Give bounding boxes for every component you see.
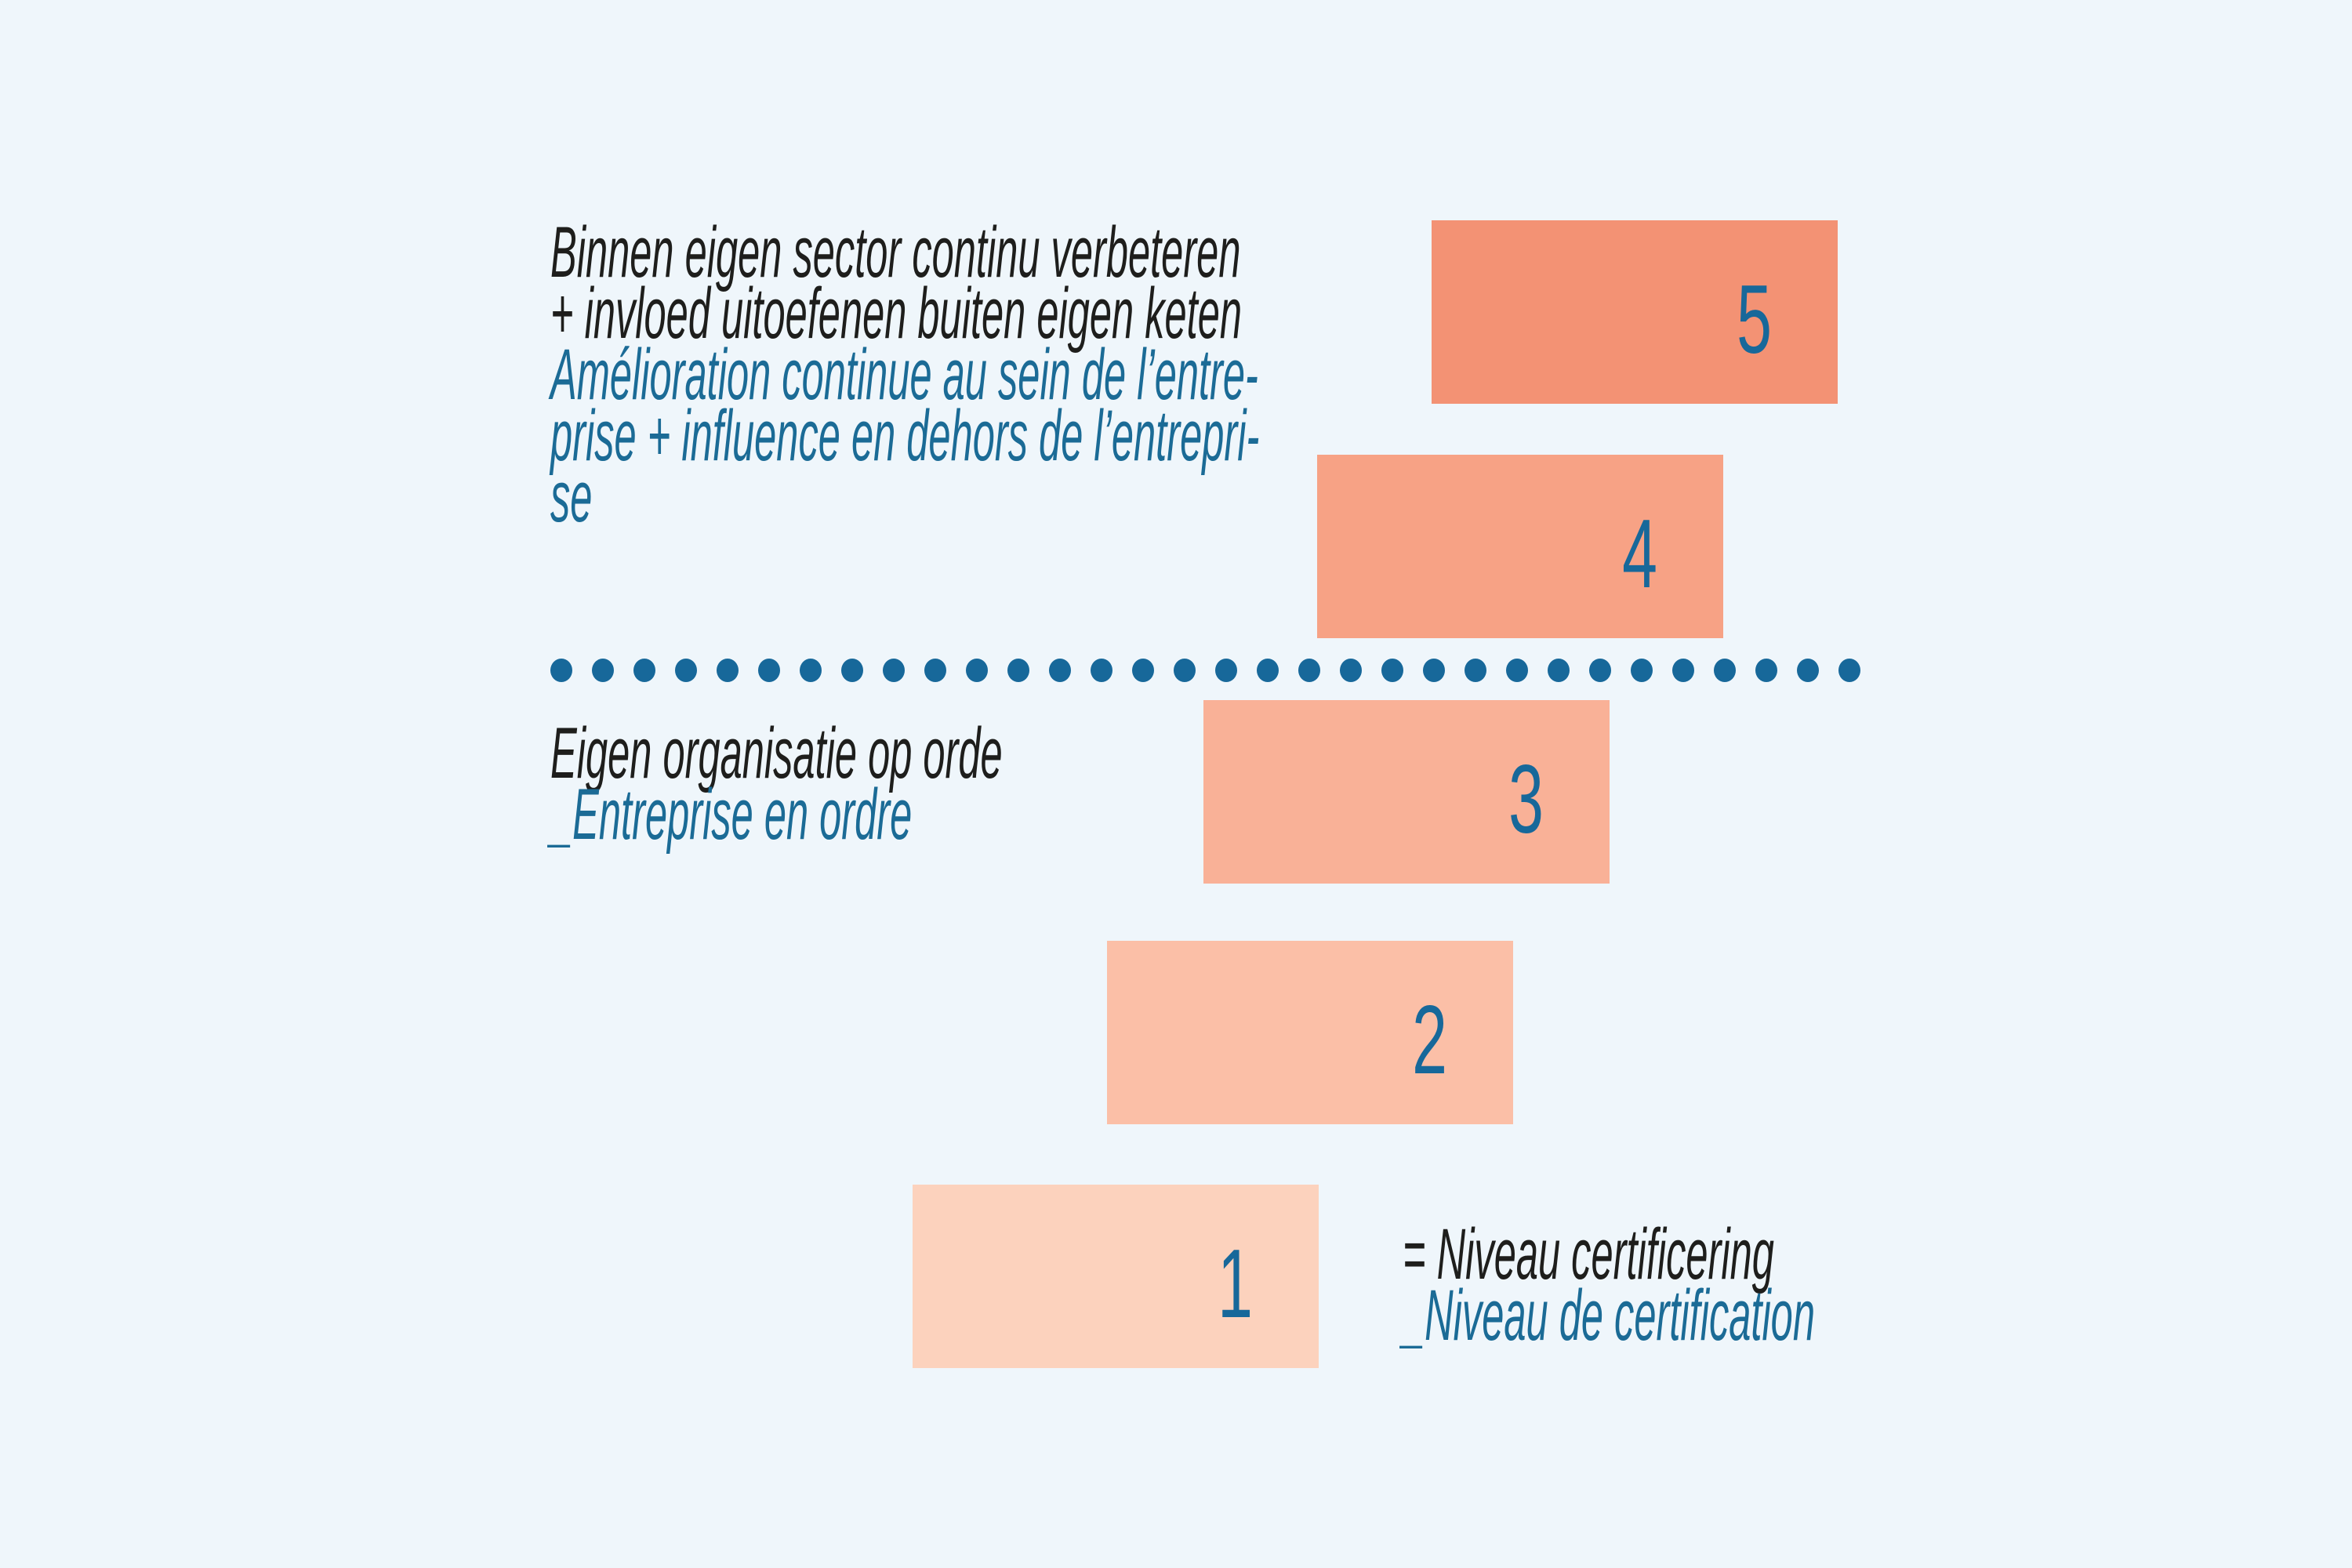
level-number-1: 1 (1218, 1230, 1253, 1338)
divider-dot (1381, 659, 1403, 682)
divider-dot (883, 659, 905, 682)
upper-description-nl-line1: Binnen eigen sector continu verbeteren (550, 212, 1241, 292)
divider-dot (717, 659, 739, 682)
level-block-5: 5 (1432, 220, 1838, 404)
divider-dot (1298, 659, 1320, 682)
divider-dot (1755, 659, 1777, 682)
divider-dot (675, 659, 697, 682)
level-block-3: 3 (1203, 700, 1610, 884)
level-number-5: 5 (1737, 266, 1772, 374)
divider-dot (1132, 659, 1154, 682)
divider-dot (1714, 659, 1736, 682)
upper-description-fr-line3: se (550, 457, 593, 537)
upper-levels-description: Binnen eigen sector continu verbeteren +… (550, 212, 1260, 537)
divider-dot (1340, 659, 1362, 682)
level-number-2: 2 (1412, 986, 1447, 1094)
divider-dot (1174, 659, 1196, 682)
divider-dot (1631, 659, 1653, 682)
level-number-4: 4 (1622, 500, 1657, 608)
divider-dot (1672, 659, 1694, 682)
legend-nl: = Niveau certificering (1403, 1214, 1774, 1294)
divider-dot (800, 659, 822, 682)
upper-description-fr-line2: prise + influence en dehors de l’entrepr… (550, 396, 1260, 476)
level-block-4: 4 (1317, 455, 1723, 638)
divider-dot (1548, 659, 1570, 682)
level-number-3: 3 (1508, 746, 1544, 854)
lower-description-fr: _Entreprise en ordre (550, 775, 913, 855)
level-block-1: 1 (913, 1185, 1319, 1368)
lower-levels-description: Eigen organisatie op orde _Entreprise en… (550, 713, 1003, 855)
level-block-2: 2 (1107, 941, 1513, 1124)
divider-dot (1465, 659, 1486, 682)
divider-dot (924, 659, 946, 682)
divider-dot (1257, 659, 1279, 682)
legend-fr: _Niveau de certification (1403, 1276, 1815, 1356)
divider-dot (1506, 659, 1528, 682)
upper-description-fr-line1: Amélioration continue au sein de l’entre… (550, 335, 1258, 415)
divider-dot (550, 659, 572, 682)
divider-dot (1838, 659, 1860, 682)
dotted-divider (550, 659, 1860, 682)
divider-dot (1423, 659, 1445, 682)
divider-dot (1091, 659, 1112, 682)
divider-dot (1797, 659, 1819, 682)
divider-dot (1007, 659, 1029, 682)
divider-dot (1589, 659, 1611, 682)
lower-description-nl: Eigen organisatie op orde (550, 713, 1003, 793)
divider-dot (966, 659, 988, 682)
divider-dot (1049, 659, 1071, 682)
divider-dot (758, 659, 780, 682)
divider-dot (633, 659, 655, 682)
divider-dot (1215, 659, 1237, 682)
upper-description-nl-line2: + invloed uitoefenen buiten eigen keten (550, 274, 1242, 354)
legend: = Niveau certificering _Niveau de certif… (1403, 1214, 1815, 1356)
divider-dot (841, 659, 863, 682)
divider-dot (592, 659, 614, 682)
